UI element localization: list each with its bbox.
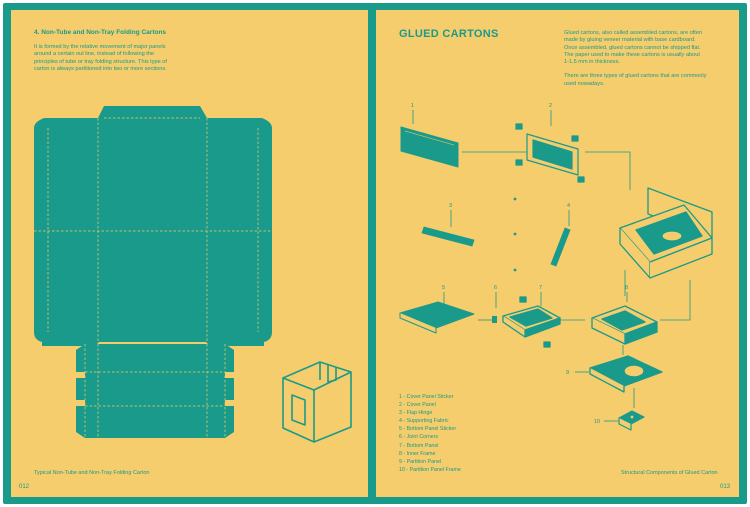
- callout-10: 10: [594, 419, 600, 425]
- left-paragraph-line: It is formed by the relative movement of…: [34, 44, 166, 50]
- callout-7: 7: [539, 285, 542, 291]
- callout-8: 8: [625, 285, 628, 291]
- right-caption: Structural Components of Glued Carton: [621, 470, 718, 476]
- left-paragraph-line: carton is always partitioned into two or…: [34, 65, 167, 72]
- legend-item: 5 - Bottom Panel Sticker: [399, 426, 457, 433]
- legend-item: 4 - Supporting Fabric: [399, 418, 449, 425]
- right-paragraph-line: The paper used to make these cartons is …: [564, 51, 700, 58]
- callout-1: 1: [411, 103, 414, 109]
- callout-4: 4: [567, 203, 570, 209]
- callout-5: 5: [442, 285, 445, 291]
- right-paragraph-line: made by gluing veneer material with base…: [564, 37, 696, 44]
- assembled-carton: [282, 361, 352, 443]
- legend-item: 10 - Partition Panel Frame: [399, 466, 461, 473]
- left-paragraph: It is formed by the relative movement of…: [34, 44, 167, 73]
- legend-item: 6 - Joint Corners: [399, 434, 439, 441]
- legend-item: 3 - Flap Hinge: [399, 410, 433, 417]
- legend-item: 2 - Cover Panel: [399, 402, 436, 409]
- left-page-number: 012: [19, 484, 30, 490]
- right-paragraph-line: There are three types of glued cartons t…: [564, 73, 707, 80]
- legend-item: 7 - Bottom Panel: [399, 442, 439, 449]
- left-paragraph-line: around a certain out line, instead of fo…: [34, 51, 155, 58]
- right-paragraph-line: 1-1.5 mm in thickness.: [564, 59, 620, 66]
- callout-labels: 1 2 3 4 5 6 7 8 9 10: [411, 103, 628, 425]
- left-caption: Typical Non-Tube and Non-Tray Folding Ca…: [34, 470, 150, 476]
- callout-3: 3: [449, 203, 452, 209]
- left-heading: 4. Non-Tube and Non-Tray Folding Cartons: [34, 29, 167, 36]
- callout-6: 6: [494, 285, 497, 291]
- callout-9: 9: [566, 370, 569, 376]
- legend-item: 8 - Inner Frame: [399, 450, 436, 457]
- right-paragraph-line: used nowadays.: [564, 80, 605, 87]
- callout-2: 2: [549, 103, 552, 109]
- carton-dieline: [34, 106, 272, 438]
- right-page-number: 013: [720, 484, 731, 490]
- right-paragraph-line: Glued cartons, also called assembled car…: [564, 30, 703, 36]
- right-title: GLUED CARTONS: [399, 28, 499, 40]
- right-paragraph: Glued cartons, also called assembled car…: [564, 30, 706, 88]
- legend-item: 9 - Partition Panel: [399, 458, 442, 465]
- legend-item: 1 - Cover Panel Sticker: [399, 394, 454, 400]
- component-legend: 1 - Cover Panel Sticker 2 - Cover Panel …: [399, 393, 461, 474]
- exploded-diagram: [399, 110, 713, 431]
- right-paragraph-line: Once assembled, glued cartons cannot be …: [564, 44, 701, 51]
- left-paragraph-line: principles of tube or tray folding struc…: [34, 58, 167, 65]
